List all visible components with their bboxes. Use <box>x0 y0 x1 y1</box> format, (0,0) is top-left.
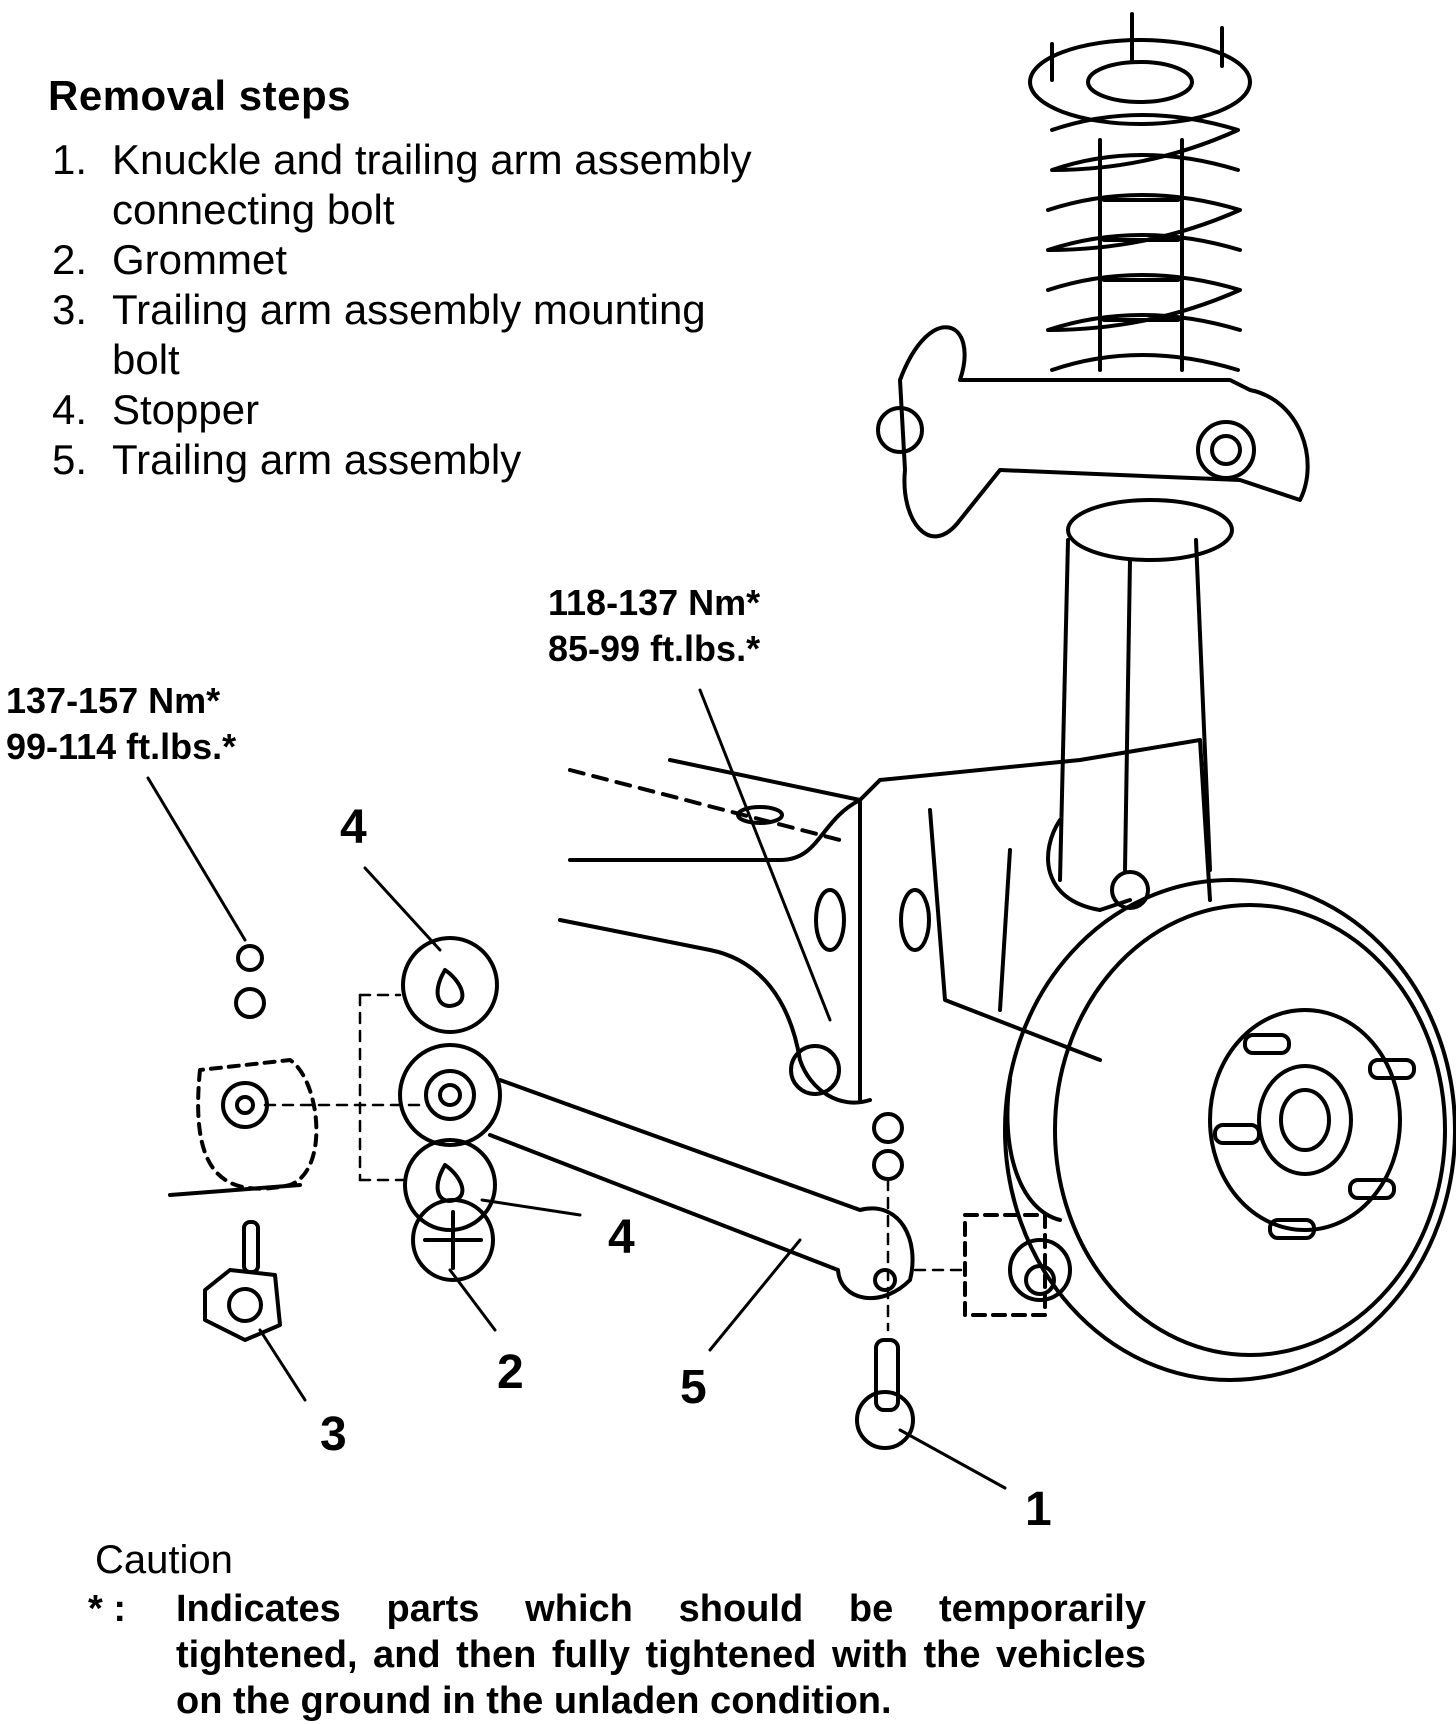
step-item: 2. Grommet <box>52 235 852 285</box>
torque-nm: 118-137 Nm* <box>548 582 761 623</box>
upper-control-arm <box>876 325 1310 539</box>
step-item: 1. Knuckle and trailing arm assembly conn… <box>52 135 852 235</box>
step-text: Knuckle and trailing arm assembly <box>112 136 752 183</box>
connecting-bolt <box>855 1112 915 1450</box>
assembly-guides <box>263 993 967 1332</box>
step-text: Stopper <box>112 386 260 433</box>
step-number: 1. <box>52 136 88 183</box>
step-text: Trailing arm assembly mounting <box>112 286 706 333</box>
strut-assembly <box>1028 12 1252 882</box>
torque-spec-right: 118-137 Nm* 85-99 ft.lbs.* <box>548 580 760 672</box>
callout-stopper-top: 4 <box>340 801 367 854</box>
leader-lines <box>146 688 1007 1490</box>
crossmember <box>558 738 1212 1105</box>
step-item: 4. Stopper <box>52 385 852 435</box>
callout-mounting-bolt: 3 <box>320 1408 347 1461</box>
caution-text: Indicates parts which should be temporar… <box>176 1588 1146 1722</box>
torque-ftlbs: 99-114 ft.lbs.* <box>6 726 237 767</box>
step-text: Grommet <box>112 236 288 283</box>
step-text-cont: connecting bolt <box>112 186 395 233</box>
caution-mark: * : <box>88 1588 126 1630</box>
trailing-arm <box>398 1043 1072 1317</box>
step-number: 5. <box>52 436 88 483</box>
torque-spec-left: 137-157 Nm* 99-114 ft.lbs.* <box>6 678 236 770</box>
mounting-bracket <box>168 944 319 1342</box>
removal-steps-list: 1. Knuckle and trailing arm assembly conn… <box>52 135 852 485</box>
grommet-part <box>411 1198 495 1282</box>
brake-drum <box>1003 878 1456 1382</box>
torque-ftlbs: 85-99 ft.lbs.* <box>548 628 761 669</box>
step-item: 3. Trailing arm assembly mounting bolt <box>52 285 852 385</box>
callout-connecting-bolt: 1 <box>1025 1483 1052 1536</box>
callout-trailing-arm: 5 <box>680 1361 707 1414</box>
step-number: 4. <box>52 386 88 433</box>
step-number: 3. <box>52 286 88 333</box>
step-text: Trailing arm assembly <box>112 436 522 483</box>
callout-grommet: 2 <box>497 1346 524 1399</box>
step-text-cont: bolt <box>112 336 180 383</box>
torque-nm: 137-157 Nm* <box>6 680 221 721</box>
step-item: 5. Trailing arm assembly <box>52 435 852 485</box>
step-number: 2. <box>52 236 88 283</box>
removal-steps-title: Removal steps <box>48 72 351 119</box>
callout-stopper-bottom: 4 <box>608 1211 635 1264</box>
caution-title: Caution <box>95 1538 233 1582</box>
